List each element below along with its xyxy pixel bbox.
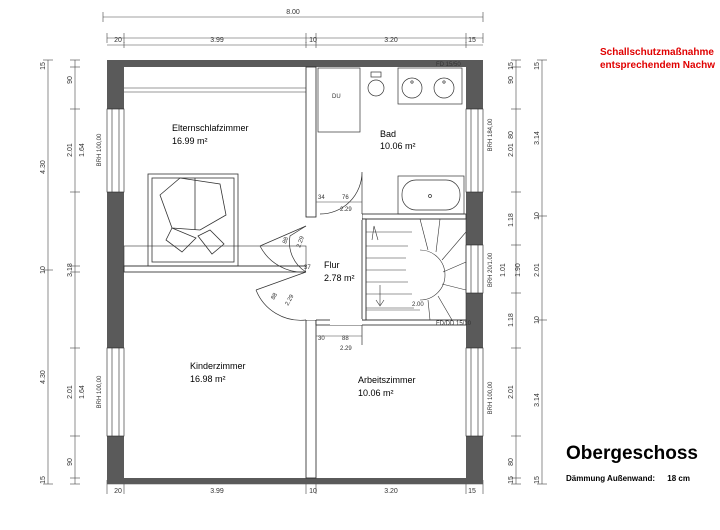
dim-top-3: 10 (309, 37, 317, 44)
dim-right-80-bottom: 80 (508, 458, 515, 466)
dim-right-outer-20: 10 (534, 212, 541, 220)
dim-right-outer-314-top: 3.14 (534, 131, 541, 145)
dim-top-4: 3.20 (384, 37, 398, 44)
insulation-info: Dämmung Außenwand: 18 cm (566, 474, 690, 483)
dim-left-318: 3.18 (67, 263, 74, 277)
dim-left-164-bottom: 1.64 (79, 385, 86, 399)
dim-right-outer-20-b: 10 (534, 316, 541, 324)
windows (106, 108, 484, 437)
interior-walls (123, 66, 467, 479)
dim-left-15-bottom: 15 (40, 476, 47, 484)
dim-right-118-bottom: 1.18 (508, 313, 515, 327)
left-dimensions (43, 59, 80, 485)
dim-right-201-top: 2.01 (508, 143, 515, 157)
note-line-1: Schallschutzmaßnahme (600, 47, 714, 58)
dim-left-164-top: 1.64 (79, 143, 86, 157)
dim-bottom-2: 3.99 (210, 488, 224, 495)
dim-left-10: 10 (40, 266, 47, 274)
brh-right-bottom: BRH 100,00 (488, 381, 494, 414)
dim-bottom-1: 20 (114, 488, 122, 495)
top-dimensions (102, 12, 484, 48)
dim-right-80-top: 80 (508, 131, 515, 139)
bathroom-fixtures (317, 67, 465, 215)
dim-left-total1: 4.30 (40, 160, 47, 174)
floor-title: Obergeschoss (566, 443, 698, 464)
dim-bottom-4: 3.20 (384, 488, 398, 495)
brh-right-middle: BRH 20/1.00 (488, 252, 494, 287)
dim-left-15-top: 15 (40, 62, 47, 70)
dim-right-outer-15-top: 15 (534, 62, 541, 70)
bed (147, 173, 239, 267)
right-dimensions (511, 59, 547, 485)
dim-left-201-bottom: 2.01 (67, 385, 74, 399)
dim-left-201-top: 2.01 (67, 143, 74, 157)
insulation-value: 18 cm (667, 474, 690, 483)
dim-right-outer-15-bottom: 15 (534, 476, 541, 484)
dim-right-15-bottom: 15 (508, 476, 515, 484)
dim-top-1: 20 (114, 37, 122, 44)
door-swings (255, 171, 363, 345)
dim-right-outer-314-bottom: 3.14 (534, 393, 541, 407)
dim-bottom-3: 10 (309, 488, 317, 495)
note-line-2: entsprechendem Nachw (600, 60, 716, 71)
dim-right-90: 90 (508, 76, 515, 84)
dim-right-outer-201: 2.01 (534, 263, 541, 277)
dim-top-total: 8.00 (286, 9, 300, 16)
dim-top-5: 15 (468, 37, 476, 44)
brh-left-top: BRH 100,00 (97, 133, 103, 166)
inner-dimension-lines (316, 201, 420, 337)
dim-left-90-bottom: 90 (67, 458, 74, 466)
dim-right-201-bottom: 2.01 (508, 385, 515, 399)
wardrobe (123, 87, 307, 267)
dim-left-total2: 4.30 (40, 370, 47, 384)
brh-right-top: BRH 184,00 (488, 118, 494, 151)
door-openings (306, 214, 362, 325)
brh-left-bottom: BRH 100,00 (97, 375, 103, 408)
staircase (365, 218, 467, 321)
dim-left-90-top: 90 (67, 76, 74, 84)
dim-top-2: 3.99 (210, 37, 224, 44)
dim-right-190: 1.90 (515, 263, 522, 277)
insulation-label: Dämmung Außenwand: (566, 474, 656, 483)
dim-right-101: 1.01 (500, 263, 507, 277)
dim-right-118-top: 1.18 (508, 213, 515, 227)
sound-insulation-note: Schallschutzmaßnahme entsprechendem Nach… (600, 46, 715, 72)
dim-bottom-5: 15 (468, 488, 476, 495)
dim-right-15-top: 15 (508, 62, 515, 70)
